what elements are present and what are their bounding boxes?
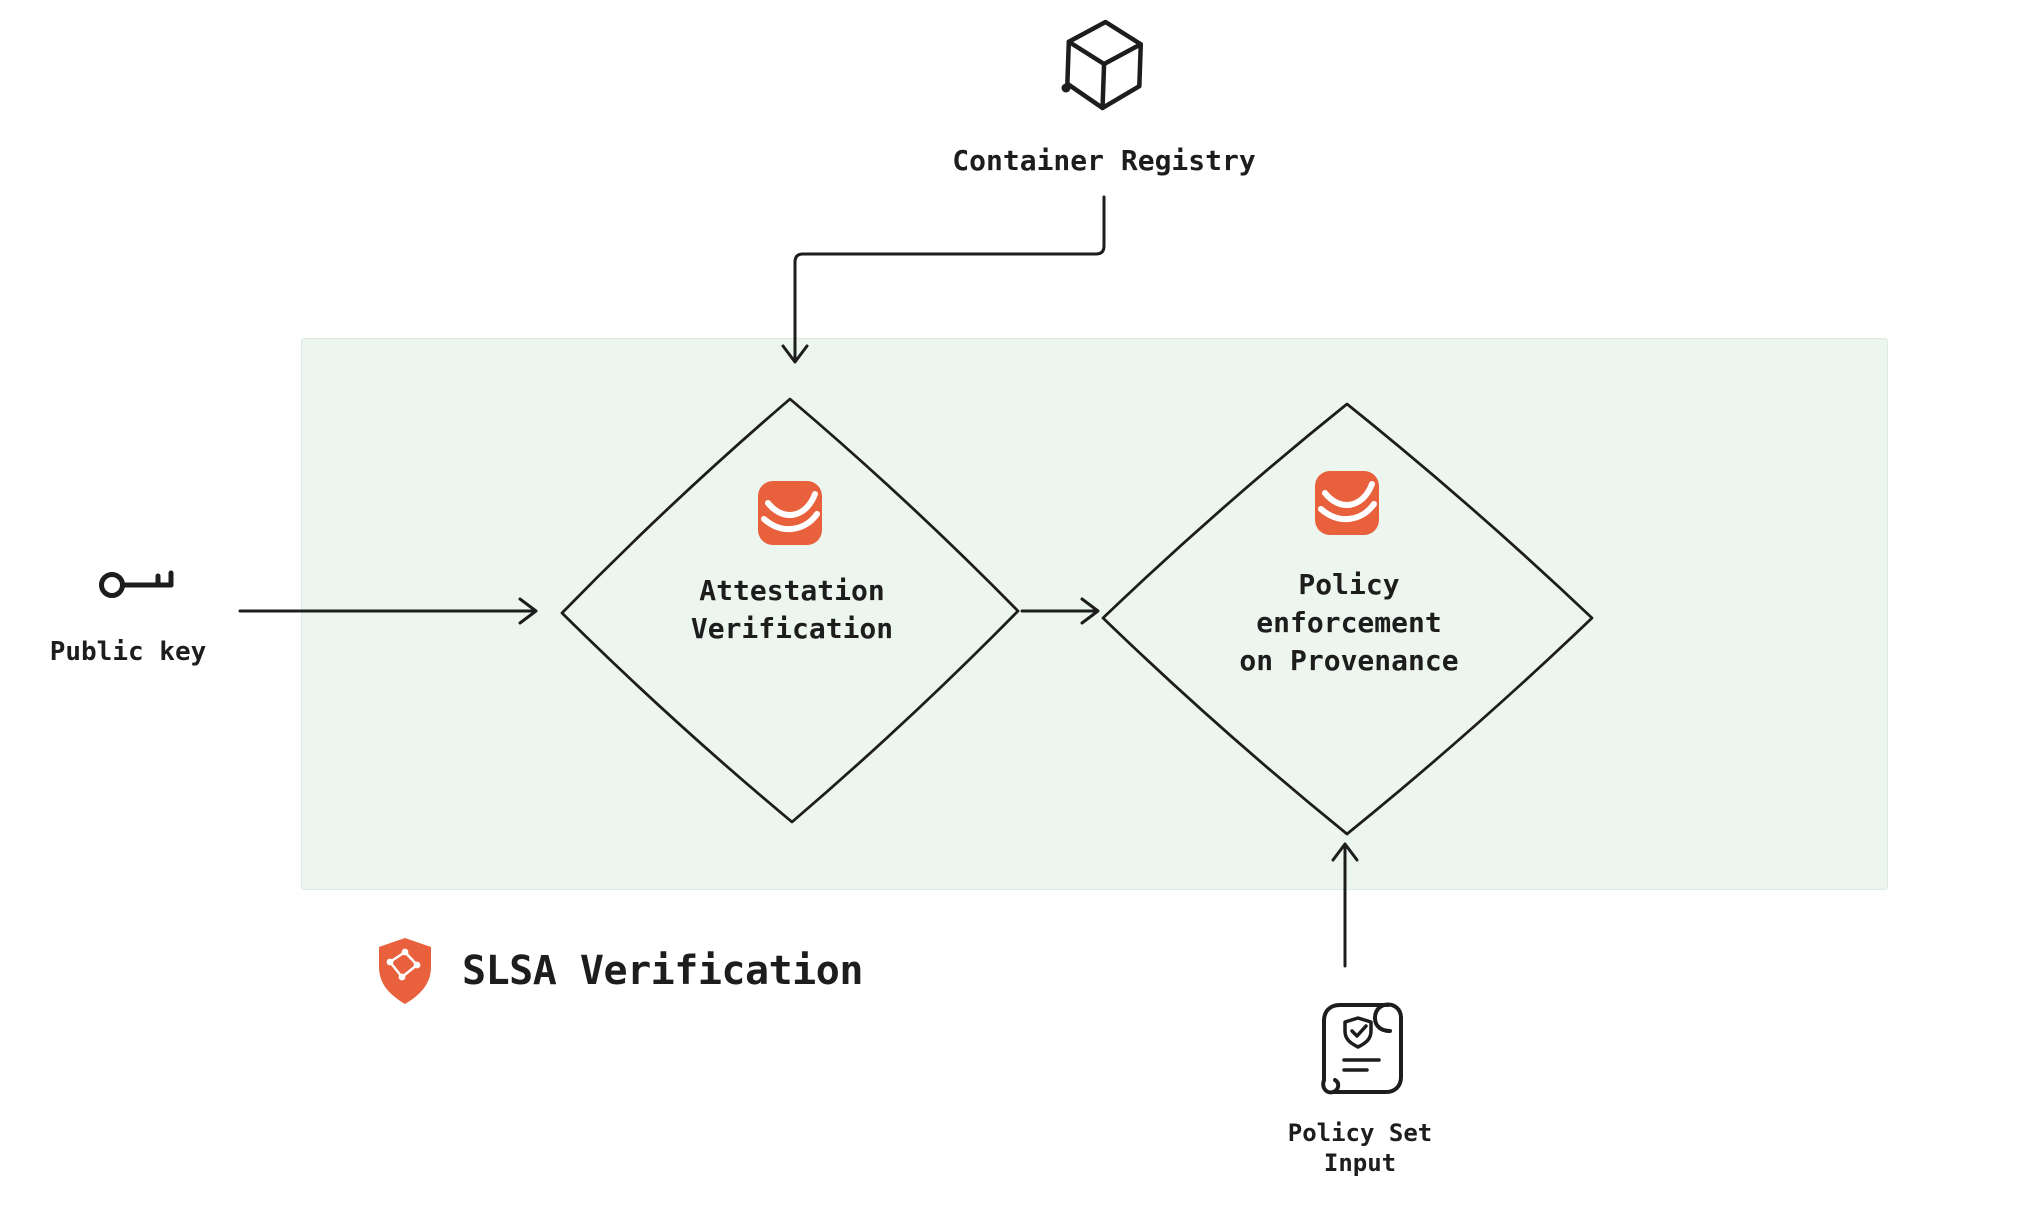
policy-set-input-label: Policy Set Input xyxy=(1287,1119,1433,1177)
slsa-verification-label: SLSA Verification xyxy=(462,948,863,994)
policy-scroll-icon xyxy=(1321,1002,1403,1095)
key-icon xyxy=(99,570,174,598)
policy-enforcement-label: Policy enforcement on Provenance xyxy=(1239,568,1459,677)
container-registry-label: Container Registry xyxy=(952,144,1256,177)
public-key-label: Public key xyxy=(49,637,207,667)
attestation-badge-icon xyxy=(1315,471,1379,535)
slsa-verification-zone xyxy=(301,338,1888,890)
cube-3d-icon xyxy=(1061,19,1144,111)
attestation-verification-label: Attestation Verification xyxy=(690,574,894,645)
slsa-shield-icon xyxy=(379,938,431,1004)
attestation-badge-icon xyxy=(758,481,822,545)
